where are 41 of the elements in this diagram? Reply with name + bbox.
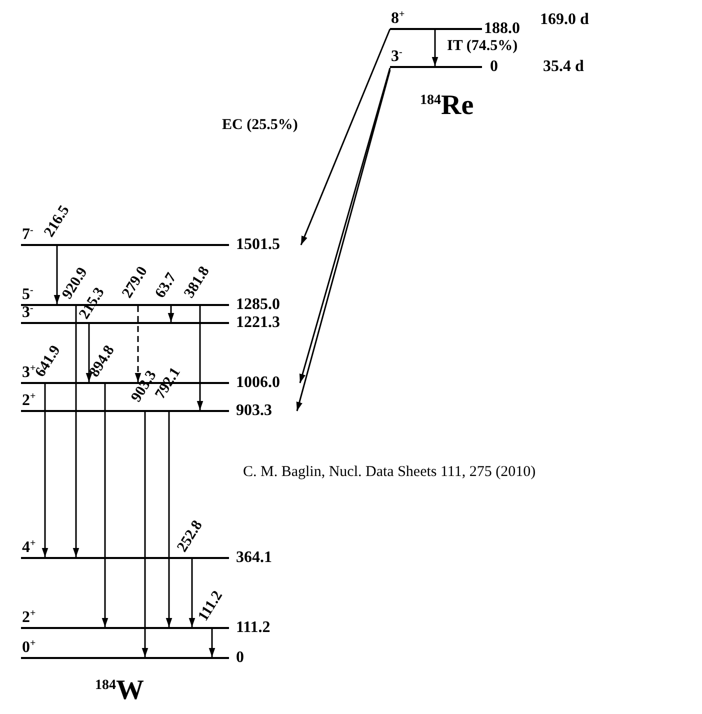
- spin-parity-label: 0$^{+}$: [22, 640, 36, 656]
- spin-parity-label: 5$^{-}$: [22, 287, 34, 303]
- transition-arrow: [166, 412, 172, 627]
- transition-arrow: [42, 384, 48, 557]
- transition-arrow: [188, 559, 196, 627]
- transition-arrow: [102, 384, 108, 627]
- citation-text: C. M. Baglin, Nucl. Data Sheets 111, 275 (2010): [243, 464, 536, 481]
- level-energy-label: 111.2: [236, 620, 270, 636]
- transition-arrow: [196, 306, 204, 410]
- edge-label: IT (74.5%): [447, 38, 518, 54]
- transition-arrow: [208, 629, 216, 657]
- level-energy-label: 1501.5: [236, 237, 280, 253]
- level-energy-label: 903.3: [236, 403, 272, 419]
- nuclide-label: $^{184}$W: [95, 675, 144, 707]
- level-energy-label: 1221.3: [236, 315, 280, 331]
- level-energy-label: 0: [490, 59, 498, 75]
- level-energy-label: 1285.0: [236, 297, 280, 313]
- spin-parity-label: 4$^{+}$: [22, 540, 36, 556]
- transition-arrow: [432, 30, 438, 66]
- spin-parity-label: 2$^{+}$: [22, 610, 36, 626]
- level-energy-label: 364.1: [236, 550, 272, 566]
- transition-arrow: [72, 306, 80, 557]
- spin-parity-label: 3$^{-}$: [391, 49, 402, 65]
- spin-parity-label: 8$^{+}$: [391, 11, 405, 27]
- transition-arrow: [54, 246, 60, 304]
- spin-parity-label: 2$^{+}$: [22, 393, 36, 409]
- level-energy-label: 1006.0: [236, 375, 280, 391]
- decay-arrow: [300, 28, 391, 246]
- half-life-label: 35.4 d: [543, 59, 584, 75]
- edge-label: EC (25.5%): [222, 117, 298, 133]
- transition-arrow: [142, 412, 148, 657]
- spin-parity-label: 3$^{+}$: [22, 365, 36, 381]
- spin-parity-label: 3$^{-}$: [22, 305, 34, 321]
- transition-arrow: [86, 324, 92, 382]
- spin-parity-label: 7$^{-}$: [22, 227, 34, 243]
- transition-arrow: [168, 306, 174, 322]
- half-life-label: 169.0 d: [540, 12, 589, 28]
- nuclide-label: $^{184}$Re: [420, 90, 474, 122]
- level-energy-label: 0: [236, 650, 244, 666]
- transition-arrow: [134, 306, 142, 382]
- level-energy-label: 188.0: [484, 21, 520, 37]
